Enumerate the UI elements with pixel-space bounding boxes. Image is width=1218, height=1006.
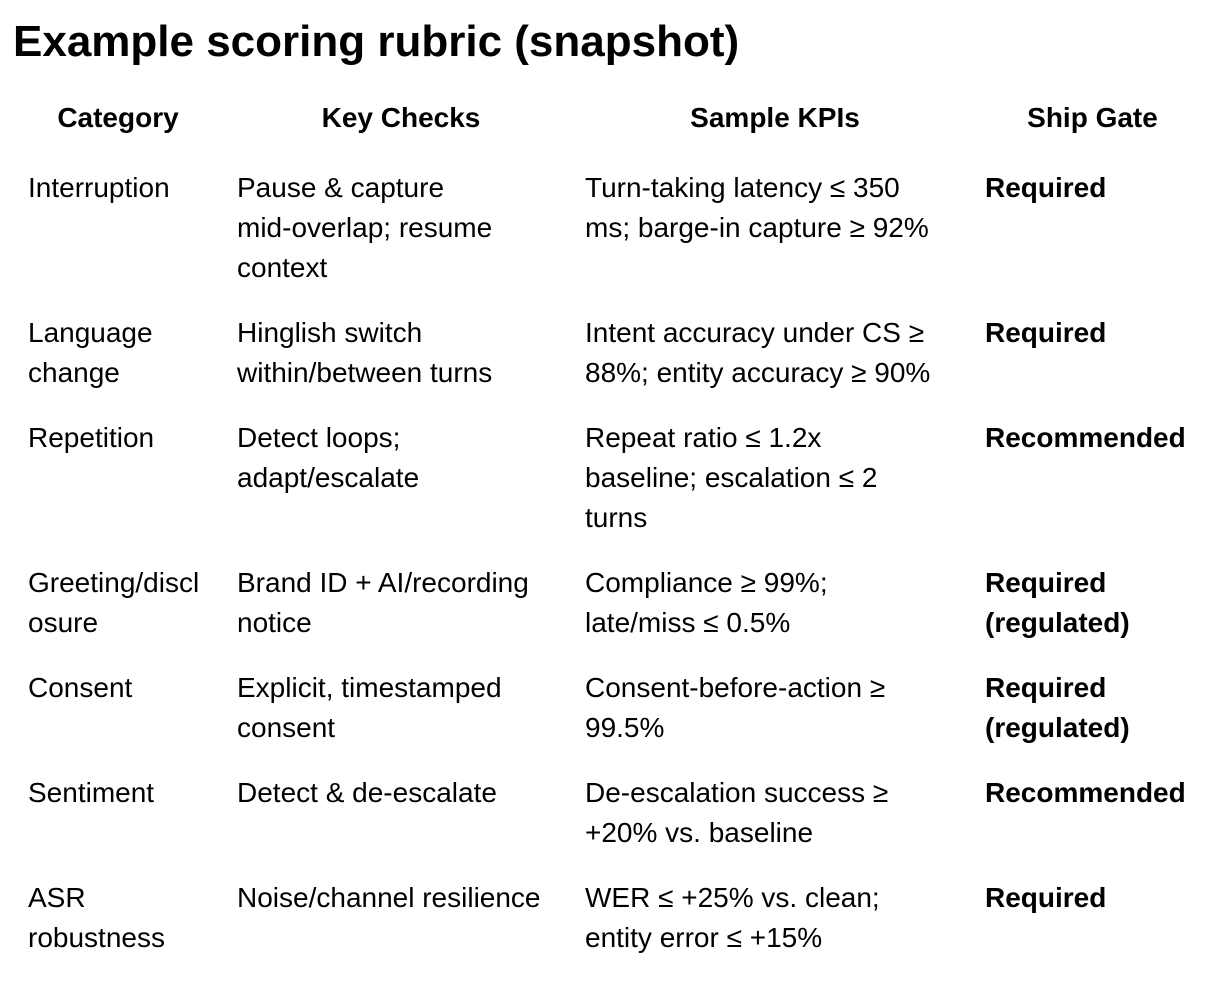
column-header-category: Category	[57, 102, 179, 133]
cell-ship-gate: Required	[985, 882, 1107, 913]
page-title: Example scoring rubric (snapshot)	[13, 17, 740, 66]
page: Example scoring rubric (snapshot) Catego…	[0, 20, 1218, 1006]
cell-category: Repetition	[28, 422, 155, 453]
cell-sample-kpis: De-escalation success ≥ +20% vs. baselin…	[585, 777, 889, 848]
cell-ship-gate: Required	[985, 172, 1107, 203]
cell-ship-gate: Required (regulated)	[985, 567, 1130, 638]
cell-sample-kpis: Consent-before-action ≥ 99.5%	[585, 672, 886, 743]
cell-key-checks: Explicit, timestamped consent	[237, 672, 502, 743]
cell-category: Sentiment	[28, 777, 155, 808]
cell-sample-kpis: Compliance ≥ 99%; late/miss ≤ 0.5%	[585, 567, 828, 638]
table-row: Interruption Pause & capture mid-overlap…	[28, 168, 1218, 313]
column-header-key-checks: Key Checks	[321, 102, 481, 133]
cell-category: Language change	[28, 317, 153, 388]
cell-category: Interruption	[28, 172, 170, 203]
cell-ship-gate: Required (regulated)	[985, 672, 1130, 743]
cell-sample-kpis: Intent accuracy under CS ≥ 88%; entity a…	[585, 317, 931, 388]
cell-key-checks: Detect & de-escalate	[237, 777, 497, 808]
table-row: Language change Hinglish switch within/b…	[28, 313, 1218, 418]
table-row: Sentiment Detect & de-escalate De-escala…	[28, 773, 1218, 878]
cell-key-checks: Detect loops; adapt/escalate	[237, 422, 420, 493]
cell-ship-gate: Recommended	[985, 422, 1186, 453]
table-row: Repetition Detect loops; adapt/escalate …	[28, 418, 1218, 563]
table-row: ASR robustness Noise/channel resilience …	[28, 878, 1218, 958]
cell-ship-gate: Required	[985, 317, 1107, 348]
table-row: Consent Explicit, timestamped consent Co…	[28, 668, 1218, 773]
cell-category: Consent	[28, 672, 133, 703]
cell-key-checks: Brand ID + AI/recording notice	[237, 567, 529, 638]
cell-category: Greeting/discl osure	[28, 567, 200, 638]
cell-key-checks: Pause & capture mid-overlap; resume cont…	[237, 172, 493, 283]
cell-key-checks: Noise/channel resilience	[237, 882, 541, 913]
table-row: Greeting/discl osure Brand ID + AI/recor…	[28, 563, 1218, 668]
cell-category: ASR robustness	[28, 882, 165, 953]
scoring-rubric-table: Category Key Checks Sample KPIs Ship Gat…	[28, 98, 1218, 958]
cell-sample-kpis: WER ≤ +25% vs. clean; entity error ≤ +15…	[585, 882, 880, 953]
cell-ship-gate: Recommended	[985, 777, 1186, 808]
header-row: Category Key Checks Sample KPIs Ship Gat…	[28, 98, 1218, 168]
column-header-ship-gate: Ship Gate	[1027, 102, 1158, 133]
cell-key-checks: Hinglish switch within/between turns	[237, 317, 493, 388]
cell-sample-kpis: Repeat ratio ≤ 1.2x baseline; escalation…	[585, 422, 878, 533]
column-header-sample-kpis: Sample KPIs	[690, 102, 860, 133]
cell-sample-kpis: Turn-taking latency ≤ 350 ms; barge-in c…	[585, 172, 929, 243]
